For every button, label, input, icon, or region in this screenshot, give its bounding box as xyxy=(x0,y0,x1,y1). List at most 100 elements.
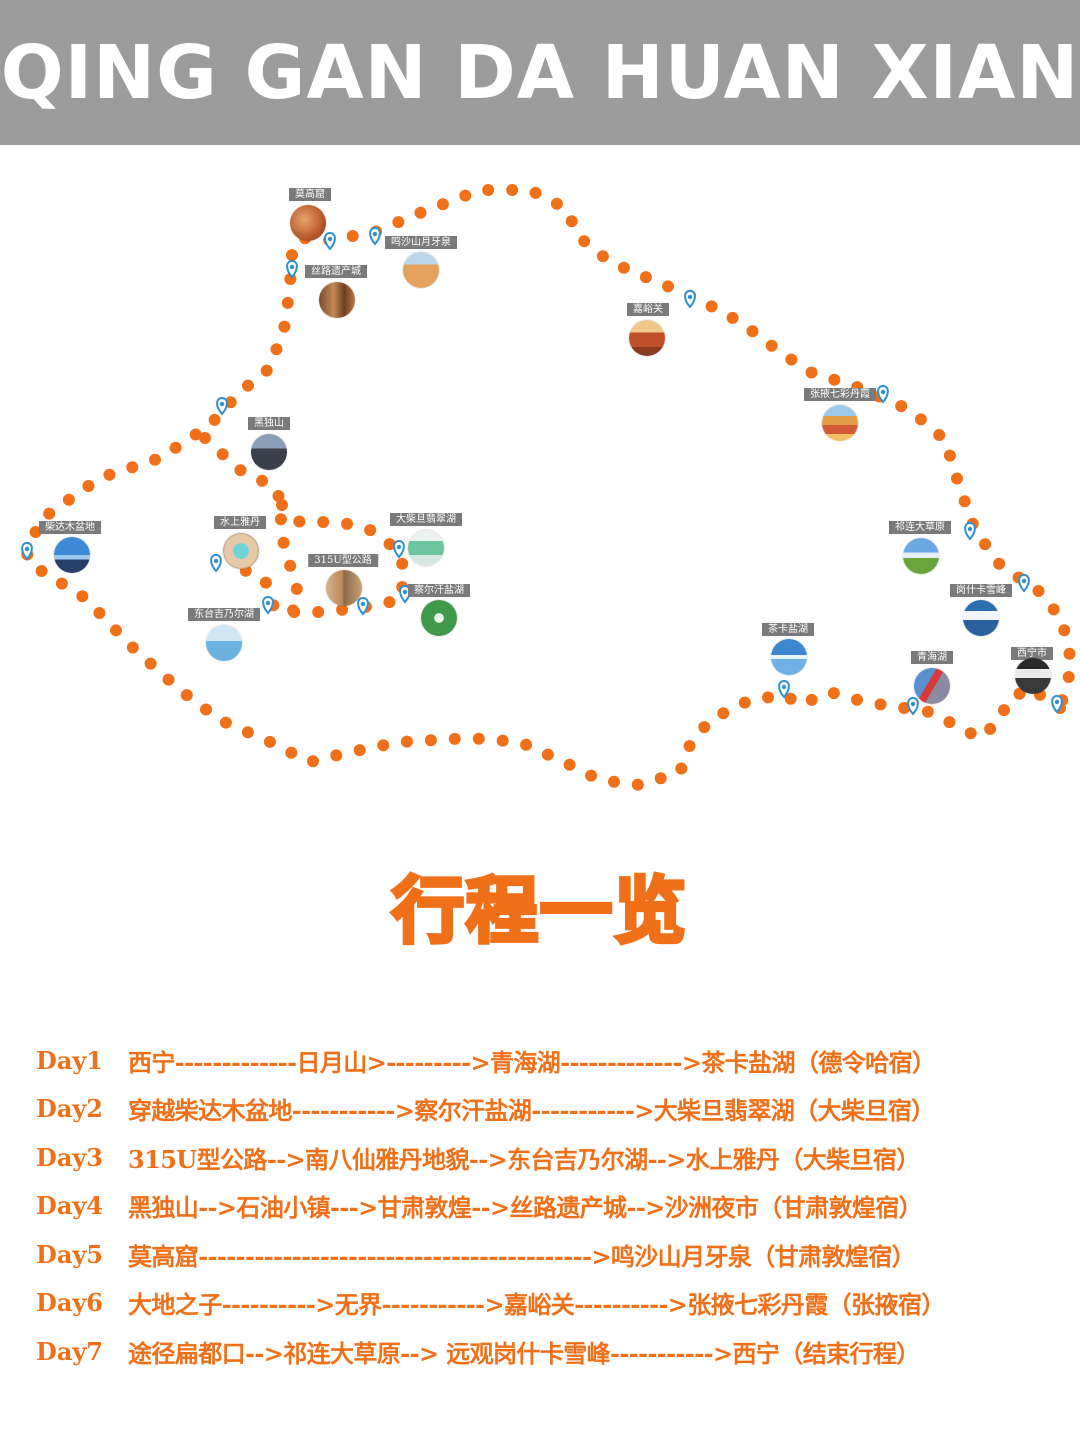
itinerary-row: Day1 西宁-------------日月山>--------->青海湖---… xyxy=(36,1036,1066,1085)
route-dot xyxy=(482,184,495,196)
location-label: 丝路遗产城 xyxy=(305,265,367,278)
day-label: Day4 xyxy=(36,1191,104,1221)
route-dot xyxy=(726,311,739,324)
location-photo xyxy=(251,434,287,470)
map-pin-icon xyxy=(262,595,274,615)
route-map-canvas xyxy=(21,184,1076,791)
day-label: Day7 xyxy=(36,1336,104,1366)
route-dot xyxy=(921,705,934,718)
route-dot xyxy=(274,513,287,526)
location-label: 大柴旦翡翠湖 xyxy=(390,513,462,526)
day-route: 途径扁都口-->祁连大草原--> 远观岗什卡雪峰----------->西宁（结… xyxy=(128,1338,920,1368)
route-dot xyxy=(998,704,1010,717)
location-photo xyxy=(629,320,665,356)
route-dot xyxy=(317,516,330,528)
route-dot xyxy=(578,235,591,248)
route-dot xyxy=(256,474,269,487)
route-dot xyxy=(76,590,89,603)
route-dot xyxy=(1058,624,1071,637)
location-label: 西宁市 xyxy=(1011,647,1053,660)
map-pin-icon xyxy=(877,384,889,404)
route-dot xyxy=(110,624,122,637)
location-photo xyxy=(822,405,858,441)
route-dot xyxy=(180,689,193,702)
route-dot xyxy=(364,524,377,537)
map-pin-icon xyxy=(286,259,298,279)
route-dot xyxy=(617,261,630,274)
route-dot xyxy=(520,738,533,751)
location-photo xyxy=(421,600,457,636)
route-dot xyxy=(353,744,366,757)
route-dot xyxy=(414,206,427,219)
route-dot xyxy=(208,413,221,426)
location-photo xyxy=(54,537,90,573)
day-label: Day1 xyxy=(36,1045,104,1075)
route-dot xyxy=(216,448,229,461)
location-label: 张掖七彩丹霞 xyxy=(804,388,876,401)
itinerary-row: Day6 大地之子---------->无界----------->嘉峪关---… xyxy=(36,1279,1066,1328)
route-dot xyxy=(1047,603,1060,616)
route-dot xyxy=(529,186,542,199)
location-label: 青海湖 xyxy=(911,651,953,664)
section-title: 行程一览 xyxy=(390,867,688,955)
route-dot xyxy=(585,769,598,782)
map-pin-icon xyxy=(21,541,33,561)
route-dot xyxy=(200,703,212,716)
route-dot xyxy=(851,693,863,706)
title-banner: QING GAN DA HUAN XIAN xyxy=(0,0,1080,145)
day-label: Day2 xyxy=(36,1094,104,1124)
route-dot xyxy=(705,300,718,313)
itinerary-list: Day1 西宁-------------日月山>--------->青海湖---… xyxy=(36,1036,1066,1376)
route-dot xyxy=(448,732,461,745)
itinerary-row: Day3 315U型公路-->南八仙雅丹地貌-->东台吉乃尔湖-->水上雅丹（大… xyxy=(36,1133,1066,1182)
location-photo xyxy=(290,205,326,241)
route-dot xyxy=(565,215,578,228)
route-dot xyxy=(898,702,911,714)
route-dot xyxy=(805,366,818,379)
map-pin-icon xyxy=(1018,573,1030,593)
route-dot xyxy=(234,464,247,477)
map-pin-icon xyxy=(357,596,369,616)
location-label: 水上雅丹 xyxy=(214,516,266,529)
route-dot xyxy=(272,490,285,502)
location-label: 祁连大草原 xyxy=(889,521,951,534)
route-map: 莫高窟鸣沙山月牙泉丝路遗产城嘉峪关张掖七彩丹霞黑独山柴达木盆地水上雅丹大柴旦翡翠… xyxy=(0,145,1080,835)
location-label: 东台吉乃尔湖 xyxy=(188,608,260,621)
route-dot xyxy=(1063,647,1076,660)
day-route: 315U型公路-->南八仙雅丹地貌-->东台吉乃尔湖-->水上雅丹（大柴旦宿） xyxy=(128,1144,920,1174)
route-dot xyxy=(785,353,798,366)
day-label: Day5 xyxy=(36,1239,104,1269)
route-dot xyxy=(827,687,840,700)
route-dot xyxy=(784,692,797,705)
location-label: 茶卡盐湖 xyxy=(762,623,814,636)
route-dot xyxy=(259,576,272,589)
route-dot xyxy=(496,734,509,747)
location-label: 岗什卡雪峰 xyxy=(950,584,1012,597)
route-dot xyxy=(933,429,946,441)
route-dot xyxy=(984,722,997,735)
route-dot xyxy=(400,735,413,748)
route-dot xyxy=(336,603,349,616)
day-route: 莫高窟-------------------------------------… xyxy=(128,1241,916,1271)
route-dot xyxy=(189,428,202,441)
location-photo xyxy=(1015,658,1051,694)
day-label: Day3 xyxy=(36,1142,104,1172)
map-pin-icon xyxy=(369,226,381,246)
map-pin-icon xyxy=(964,521,976,541)
route-dot xyxy=(293,515,306,528)
map-pin-icon xyxy=(1051,694,1063,714)
itinerary-row: Day5 莫高窟--------------------------------… xyxy=(36,1230,1066,1279)
route-dot xyxy=(596,250,609,263)
route-dot xyxy=(550,197,563,210)
location-photo xyxy=(903,538,939,574)
route-dot xyxy=(951,472,963,485)
route-dot xyxy=(631,778,644,791)
route-dot xyxy=(35,565,48,577)
location-label: 鸣沙山月牙泉 xyxy=(385,236,457,249)
route-dot xyxy=(396,557,409,570)
location-photo xyxy=(206,625,242,661)
route-dot xyxy=(281,296,294,309)
location-label: 柴达木盆地 xyxy=(39,521,101,534)
route-dot xyxy=(662,280,674,293)
map-pin-icon xyxy=(907,696,919,716)
